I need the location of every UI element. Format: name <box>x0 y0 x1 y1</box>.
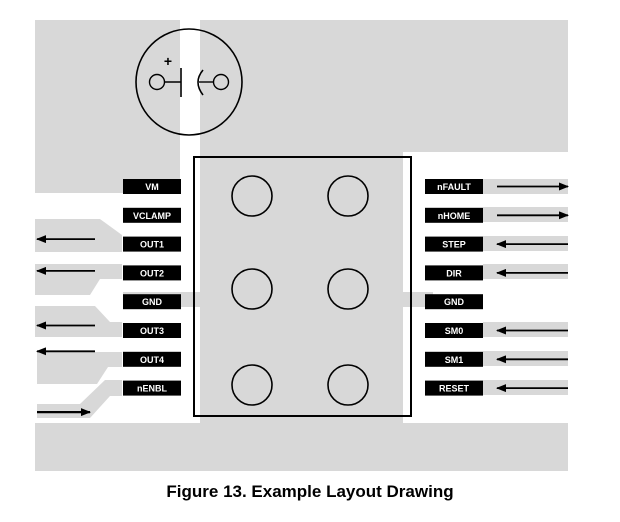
pin-label-background <box>123 294 181 310</box>
pin-label: SM1 <box>445 355 464 365</box>
pin-label-background <box>123 207 181 223</box>
pin-right-nhome: nHOME <box>425 207 569 223</box>
nenbl-trace <box>37 380 122 418</box>
thermal-pad-copper <box>200 155 403 425</box>
pin-right-nfault: nFAULT <box>425 179 569 194</box>
pin-label-background <box>123 380 181 396</box>
gnd-bottom-copper-pour <box>35 423 568 471</box>
pin-left-vm: VM <box>123 179 181 194</box>
pin-left-out1: OUT1 <box>36 235 181 252</box>
out1-trace <box>35 219 122 252</box>
pin-label: nFAULT <box>437 182 471 192</box>
pin-label: RESET <box>439 384 470 394</box>
thermal-via <box>327 364 369 406</box>
pin-label: SM0 <box>445 326 464 336</box>
capacitor-outline <box>135 28 243 136</box>
figure-caption: Figure 13. Example Layout Drawing <box>166 482 454 501</box>
thermal-via <box>327 268 369 310</box>
pin-left-nenbl: nENBL <box>37 380 181 417</box>
pin-right-dir: DIR <box>425 265 568 281</box>
pin-label: VCLAMP <box>133 211 171 221</box>
gnd-top-copper-pour <box>200 20 568 160</box>
out3-trace <box>35 306 122 337</box>
pin-label: GND <box>142 297 163 307</box>
pin-label: nENBL <box>137 384 167 394</box>
pin-left-out4: OUT4 <box>36 347 181 367</box>
capacitor-plate-negative <box>197 69 204 96</box>
pin-label-background <box>123 265 181 281</box>
pin-label-background <box>123 179 181 194</box>
pin-label-background <box>425 380 483 396</box>
thermal-via <box>327 175 369 217</box>
pin-left-out2: OUT2 <box>36 265 181 281</box>
pin-right-sm0: SM0 <box>425 323 568 338</box>
pin-label: VM <box>145 182 159 192</box>
pin-label: STEP <box>442 240 466 250</box>
pin-label-background <box>425 179 483 194</box>
pin-left-out3: OUT3 <box>36 321 181 338</box>
pin-left-vclamp: VCLAMP <box>123 207 181 223</box>
pin-right-gnd: GND <box>425 294 483 310</box>
pin-label-background <box>425 207 483 223</box>
capacitor-negative-terminal <box>212 73 230 91</box>
pin-label-background <box>123 351 181 367</box>
vm-trace <box>35 20 180 193</box>
bypass-capacitor: + <box>135 28 243 136</box>
copper-layer <box>35 20 568 471</box>
dir-trace <box>483 264 568 279</box>
pin-label-background <box>425 236 483 252</box>
pin-label: GND <box>444 297 465 307</box>
pin-right-step: STEP <box>425 236 568 252</box>
pin-label: OUT1 <box>140 240 164 250</box>
pin-label-background <box>123 236 181 252</box>
pin-label: nHOME <box>438 211 471 221</box>
pin-label-background <box>425 351 483 367</box>
thermal-vias <box>231 175 369 406</box>
ic-package-outline <box>193 156 412 417</box>
pin-label-background <box>425 294 483 310</box>
thermal-via <box>231 268 273 310</box>
pin-right-reset: RESET <box>425 380 568 396</box>
pin-label: DIR <box>446 268 462 278</box>
pin-label: OUT2 <box>140 268 164 278</box>
pin-label-background <box>425 265 483 281</box>
capacitor-polarity-mark: + <box>164 53 172 69</box>
out4-trace <box>37 352 122 384</box>
pin-label-background <box>425 323 483 338</box>
out2-trace <box>35 264 122 295</box>
sm0-trace <box>483 322 568 337</box>
thermal-via <box>231 175 273 217</box>
pin-left-gnd: GND <box>123 294 181 310</box>
pin-right-sm1: SM1 <box>425 351 568 367</box>
thermal-via <box>231 364 273 406</box>
clearance-layer <box>35 20 200 234</box>
pin-label: OUT3 <box>140 326 164 336</box>
pin-label-background <box>123 323 181 338</box>
pin-label: OUT4 <box>140 355 164 365</box>
